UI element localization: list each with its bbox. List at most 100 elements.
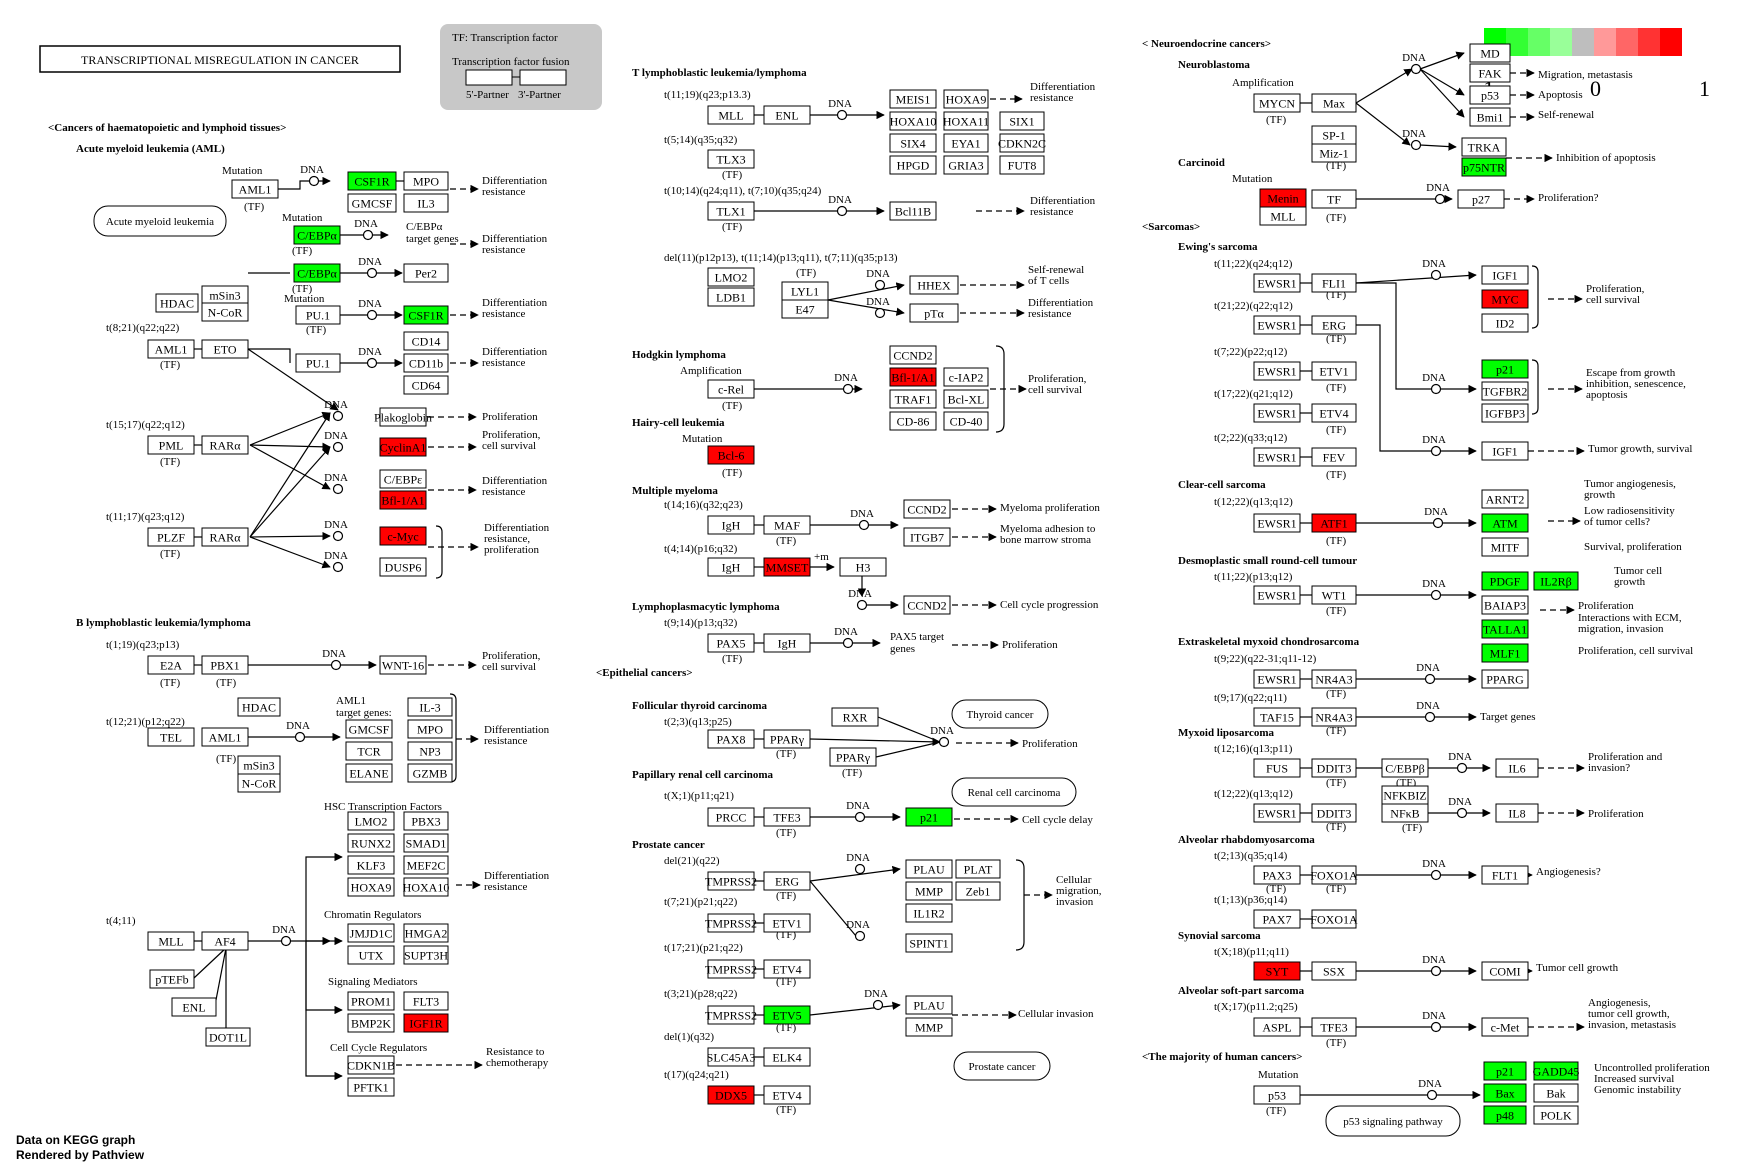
gene-IL2Rb[interactable]: IL2Rβ [1533, 571, 1579, 591]
gene-p75NTR[interactable]: p75NTR [1461, 157, 1507, 177]
gene-cMet[interactable]: c-Met [1481, 1017, 1529, 1037]
gene-MLL2[interactable]: MLL [707, 105, 755, 125]
gene-Menin[interactable]: Menin [1259, 188, 1307, 208]
gene-MPO[interactable]: MPO [403, 171, 449, 191]
gene-DDIT3a[interactable]: DDIT3 [1311, 758, 1357, 778]
gene-NCoRb[interactable]: N-CoR [237, 773, 281, 793]
gene-NFkB[interactable]: NFκB [1381, 803, 1429, 823]
gene-PU1a[interactable]: PU.1 [295, 305, 341, 325]
gene-DOT1L[interactable]: DOT1L [205, 1027, 251, 1047]
gene-PFTK1[interactable]: PFTK1 [347, 1077, 395, 1097]
gene-NP3[interactable]: NP3 [407, 741, 453, 761]
gene-BMP2K[interactable]: BMP2K [347, 1013, 395, 1033]
gene-EWSR1i[interactable]: EWSR1 [1253, 803, 1301, 823]
gene-PPARg1[interactable]: PPARγ [763, 729, 811, 749]
gene-ETV4b[interactable]: ETV4 [763, 1085, 811, 1105]
gene-IgH1[interactable]: IgH [707, 515, 755, 535]
gene-CD40[interactable]: CD-40 [943, 411, 989, 431]
gene-PRCC[interactable]: PRCC [707, 807, 755, 827]
gene-ATF1[interactable]: ATF1 [1311, 513, 1357, 533]
gene-FAK[interactable]: FAK [1469, 63, 1511, 83]
gene-H3[interactable]: H3 [839, 557, 887, 577]
gene-p53b[interactable]: p53 [1253, 1085, 1301, 1105]
gene-CDKN2C[interactable]: CDKN2C [998, 133, 1046, 153]
gene-FUS[interactable]: FUS [1253, 758, 1301, 778]
gene-MMP2[interactable]: MMP [905, 1017, 953, 1037]
gene-HOXA9b[interactable]: HOXA9 [943, 89, 989, 109]
gene-BclXL[interactable]: Bcl-XL [943, 389, 989, 409]
gene-AML1[interactable]: AML1 [231, 179, 279, 199]
gene-MAF[interactable]: MAF [763, 515, 811, 535]
gene-ETO[interactable]: ETO [201, 339, 249, 359]
gene-CD86[interactable]: CD-86 [889, 411, 937, 431]
gene-HDAC1[interactable]: HDAC [155, 293, 199, 313]
gene-FLI1[interactable]: FLI1 [1311, 273, 1357, 293]
gene-AML1c[interactable]: AML1 [201, 727, 249, 747]
gene-crel[interactable]: c-Rel [707, 379, 755, 399]
gene-PLAT[interactable]: PLAT [955, 859, 1001, 879]
gene-PAX3[interactable]: PAX3 [1253, 865, 1301, 885]
gene-PPARg2[interactable]: PPARγ [829, 747, 877, 767]
gene-SPINT1[interactable]: SPINT1 [905, 933, 953, 953]
gene-IL3b[interactable]: IL-3 [407, 697, 453, 717]
gene-TRAF1[interactable]: TRAF1 [889, 389, 937, 409]
pathway-link-rb-thy[interactable]: Thyroid cancer [951, 699, 1049, 729]
gene-GZMB[interactable]: GZMB [407, 763, 453, 783]
gene-SIX1[interactable]: SIX1 [999, 111, 1045, 131]
gene-ELK4[interactable]: ELK4 [763, 1047, 811, 1067]
gene-Bmi1[interactable]: Bmi1 [1469, 107, 1511, 127]
gene-TMPRSS2a[interactable]: TMPRSS2 [705, 871, 757, 891]
gene-HOXA10[interactable]: HOXA10 [403, 877, 450, 897]
gene-AML1b[interactable]: AML1 [147, 339, 195, 359]
gene-EWSR1f[interactable]: EWSR1 [1253, 513, 1301, 533]
gene-RARa2[interactable]: RARα [201, 527, 249, 547]
gene-pTa[interactable]: pTα [909, 303, 959, 323]
gene-MMP1[interactable]: MMP [905, 881, 953, 901]
gene-TCR[interactable]: TCR [345, 741, 393, 761]
gene-NR4A3b[interactable]: NR4A3 [1311, 707, 1357, 727]
gene-EWSR1g[interactable]: EWSR1 [1253, 585, 1301, 605]
gene-DUSP6[interactable]: DUSP6 [379, 557, 427, 577]
gene-CEBPe[interactable]: C/EBPε [379, 469, 427, 489]
gene-HPGD[interactable]: HPGD [889, 155, 937, 175]
gene-PROM1[interactable]: PROM1 [347, 991, 395, 1011]
gene-Bax[interactable]: Bax [1483, 1083, 1527, 1103]
gene-ENL1[interactable]: ENL [171, 997, 217, 1017]
gene-CDKN1B[interactable]: CDKN1B [347, 1055, 395, 1075]
gene-MPO2[interactable]: MPO [407, 719, 453, 739]
gene-Bak[interactable]: Bak [1533, 1083, 1579, 1103]
gene-RARa1[interactable]: RARα [201, 435, 249, 455]
gene-IgH2[interactable]: IgH [707, 557, 755, 577]
pathway-link-rb-rcc[interactable]: Renal cell carcinoma [951, 777, 1077, 807]
gene-MEF2C[interactable]: MEF2C [403, 855, 449, 875]
gene-FOXO1Ab[interactable]: FOXO1A [1310, 909, 1358, 929]
gene-Bfl1a[interactable]: Bfl-1/A1 [379, 490, 427, 510]
gene-TFE3a[interactable]: TFE3 [763, 807, 811, 827]
pathway-link-rb-aml[interactable]: Acute myeloid leukemia [93, 205, 227, 237]
gene-EWSR1c[interactable]: EWSR1 [1253, 361, 1301, 381]
gene-ID2[interactable]: ID2 [1481, 313, 1529, 333]
gene-CD64[interactable]: CD64 [403, 375, 449, 395]
gene-ETV1b[interactable]: ETV1 [1311, 361, 1357, 381]
gene-EYA1[interactable]: EYA1 [943, 133, 989, 153]
gene-COMI[interactable]: COMI [1481, 961, 1529, 981]
gene-CCND2a[interactable]: CCND2 [889, 345, 937, 365]
gene-mSin3b[interactable]: mSin3 [237, 755, 281, 775]
gene-HOXA11[interactable]: HOXA11 [943, 111, 989, 131]
gene-PAX5[interactable]: PAX5 [707, 633, 755, 653]
gene-p21b[interactable]: p21 [1481, 359, 1529, 379]
gene-RUNX2[interactable]: RUNX2 [347, 833, 395, 853]
gene-ETV4a[interactable]: ETV4 [763, 959, 811, 979]
gene-LYL1[interactable]: LYL1 [781, 281, 829, 301]
gene-Plakoglobin[interactable]: Plakoglobin [374, 407, 432, 427]
gene-WT1[interactable]: WT1 [1311, 585, 1357, 605]
gene-RXR[interactable]: RXR [831, 707, 879, 727]
gene-CSF1R2[interactable]: CSF1R [403, 305, 449, 325]
gene-IL6[interactable]: IL6 [1495, 758, 1539, 778]
gene-FUT8[interactable]: FUT8 [999, 155, 1045, 175]
gene-TLX1[interactable]: TLX1 [707, 201, 755, 221]
gene-MITF[interactable]: MITF [1481, 537, 1529, 557]
gene-TFE3b[interactable]: TFE3 [1311, 1017, 1357, 1037]
gene-PAX7[interactable]: PAX7 [1253, 909, 1301, 929]
gene-IGF1R[interactable]: IGF1R [403, 1013, 449, 1033]
